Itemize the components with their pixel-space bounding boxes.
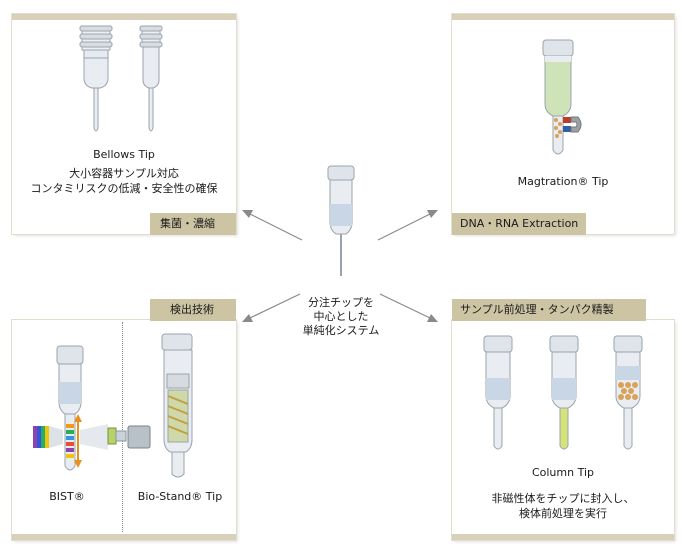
scan-arrow-icon (74, 414, 82, 468)
column-tip-2-icon (549, 335, 579, 450)
center-caption-line-2: 中心とした (313, 310, 369, 323)
center-caption-line-3: 単純化システム (302, 324, 380, 337)
panel-bottom-band (452, 534, 674, 540)
arrow-to-top-right (377, 210, 438, 241)
bellows-tip-desc-1: 大小容器サンプル対応 (69, 167, 179, 180)
bio-stand-tip-icon (161, 333, 193, 478)
arrow-to-top-left (242, 210, 303, 241)
fluorescent-band-icon (66, 424, 74, 458)
arrow-to-bottom-left (242, 293, 301, 322)
magnet-icon (563, 116, 582, 133)
center-pipette-tip-icon (327, 165, 355, 276)
tab-dna-rna-extraction: DNA・RNA Extraction (452, 213, 586, 235)
center-caption: 分注チップを 中心とした 単純化システム (286, 296, 396, 338)
bellows-tip-desc-2: コンタミリスクの低減・安全性の確保 (30, 182, 218, 195)
bellows-tip-caption: Bellows Tip (93, 148, 155, 161)
column-tip-caption: Column Tip (531, 466, 595, 479)
panel-top-band (12, 14, 236, 20)
arrow-to-bottom-right (379, 293, 438, 322)
tab-sample-prep-protein-purification: サンプル前処理・タンパク精製 (452, 299, 646, 321)
spectrum-icon (33, 426, 63, 448)
column-tip-desc-1: 非磁性体をチップに封入し、 (491, 492, 635, 505)
magtration-tip-caption: Magtration® Tip (517, 175, 609, 188)
panel-bellows-tip (12, 14, 236, 234)
bio-stand-tip-caption: Bio-Stand® Tip (137, 490, 223, 503)
bellows-tip-large-icon (79, 25, 113, 132)
bist-caption: BIST® (49, 490, 85, 503)
column-tip-3-icon (613, 335, 643, 450)
panel-divider (122, 322, 123, 532)
panel-top-band (452, 14, 674, 20)
center-caption-line-1: 分注チップを (308, 296, 374, 309)
tab-detection-technology: 検出技術 (150, 299, 236, 321)
tab-collection-concentration: 集菌・濃縮 (150, 213, 236, 235)
magtration-tip-icon (542, 39, 574, 155)
bellows-tip-small-icon (139, 25, 163, 132)
column-tip-1-icon (483, 335, 513, 450)
column-tip-desc-2: 検体前処理を実行 (519, 507, 607, 520)
panel-bottom-band (12, 534, 236, 540)
detector-icon (80, 424, 151, 450)
